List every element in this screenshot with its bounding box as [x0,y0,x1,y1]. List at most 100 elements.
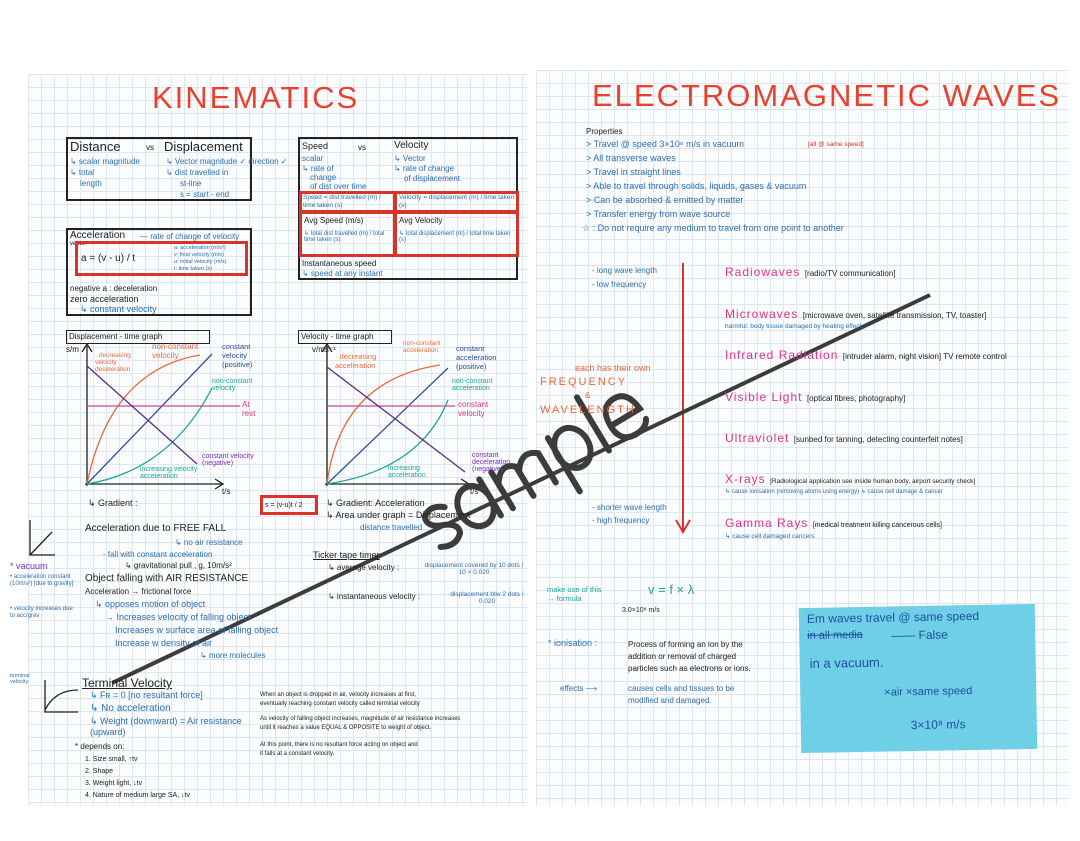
displacement-head: Displacement [164,139,243,154]
text: v: final velocity (m/s) [174,252,224,258]
wave-name: Microwaves [725,307,799,321]
text: zero acceleration [70,294,139,304]
text: negative a : deceleration [70,284,158,293]
wave-uv: Ultraviolet [sunbed for tanning, detecti… [725,429,963,447]
text: particles such as electrons or ions. [628,664,751,673]
text: ↳ rate of [302,164,334,173]
vt-y-axis [321,342,333,486]
text: * depends on: [75,742,125,751]
wave-xray: X-rays [Radiological application see ins… [725,470,975,495]
graph-label: non-constant acceleration [452,378,493,392]
text: ↳ rate of change [394,164,455,173]
wave-micro: Microwaves [microwave oven, satellite tr… [725,305,986,330]
text: each has their own [575,363,651,373]
text: - high frequency [592,516,650,525]
speed-head: Speed [302,141,329,151]
vs: vs [146,143,154,152]
watermark-letter-a-stem [476,476,504,519]
wave-use: [medical treatment killing cancerous cel… [812,522,942,529]
avg-velocity-formula: ↳ total displacement (m) / total time ta… [399,231,511,243]
acceleration-box: Acceleration — rate of change of velocit… [66,228,252,316]
text: As velocity of falling object increases,… [260,716,461,722]
wave-infrared: Infrared Radiation [intruder alarm, nigh… [725,346,1007,364]
text: modified and damaged. [628,696,712,705]
graph-label: non-constant velocity [212,378,253,392]
text: ↳ scalar magnitude [70,157,140,166]
property: > Can be absorbed & emitted by matter [586,195,744,205]
property: > Transfer energy from wave source [586,209,731,219]
text: scalar [302,154,324,163]
watermark-letter-s [421,503,464,550]
wave-gamma: Gamma Rays [medical treatment killing ca… [725,514,942,540]
dt-graph-title: Displacement - time graph [69,332,163,341]
em-title: ELECTROMAGNETIC WAVES [592,78,1062,113]
text: [all @ same speed] [808,141,864,148]
text: causes cells and tissues to be [628,684,735,693]
kinematics-page [28,74,528,806]
kinematics-title: KINEMATICS [152,80,360,115]
graph-label: · decreasing velocity deceleration [95,352,131,373]
text: change [310,173,337,182]
text: 2. Shape [85,768,114,775]
text: ↳ instantaneous velocity : [328,592,421,601]
ionisation-head: * ionisation : [548,638,598,648]
text: - fall with constant acceleration [103,550,213,559]
acceleration-head: Acceleration [70,230,126,241]
text: ↳ Vector [394,154,426,163]
text: ↳ more molecules [200,651,266,660]
text: ↳ Weight (downward) = Air resistance (up… [90,716,242,737]
text: ↳ Vector magnitude ✓ direction ✓ [166,157,288,166]
wave-name: Visible Light [725,390,803,404]
spectrum-arrow [675,263,691,534]
wave-radio: Radiowaves [radio/TV communication] [725,263,896,281]
text: effects ⟶ [560,684,598,693]
property: ☆ : Do not require any medium to travel … [582,223,844,233]
dt-curve-decreasing [86,354,201,485]
wavelength: WAVELENGTH [540,404,636,416]
wave-visible: Visible Light [optical fibres, photograp… [725,388,905,406]
vacuum-head: * vacuum [10,561,48,571]
instant-speed: Instantaneous speed [302,259,377,268]
dt-xlabel: t/s [222,487,231,496]
watermark-letter-m [488,449,559,512]
property: > Travel @ speed 3×10⁸ m/s in vacuum [586,139,745,149]
text: - shorter wave length [592,503,667,512]
text: s = start - end [180,190,230,199]
vt-gradient: ↳ Gradient: Acceleration [326,498,425,508]
velocity-head: Velocity [394,140,429,151]
text: When an object is dropped in air, veloci… [260,692,417,698]
graph-label: constant deceleration (negative) [472,452,511,473]
properties-head: Properties [586,127,623,136]
vt-xlabel: t/s [470,487,479,496]
text: Increase w density of air [115,638,213,648]
text: it falls at a constant velocity. [260,751,335,757]
text: ×air ×same speed [884,685,973,699]
wave-use: [microwave oven, satellite transmission,… [802,311,987,320]
property: > All transverse waves [586,153,676,163]
text: t: time taken (s) [174,266,212,272]
terminal-head: Terminal Velocity [82,676,173,690]
acceleration-formula: a = (v - u) / t [81,253,136,264]
graph-label: constant velocity (negative) [202,453,254,467]
wave-sub: ↳ cause cell damaged cancers [725,533,815,540]
text: make use of this → formula [547,585,602,603]
vt-curve-increasing [326,399,449,485]
graph-label: increasing acceleration [388,465,426,479]
vt-graph-title: Velocity - time graph [301,332,374,341]
wave-sub: ↳ cause ionisation (removing atoms using… [725,489,943,495]
text: & [585,391,591,400]
text: eventually reaching constant velocity ca… [260,701,420,707]
text: • velocity increases due to acc/grav [10,606,73,619]
text: ↳ constant velocity [80,304,157,314]
wave-name: Radiowaves [725,265,801,279]
wave-use: [radio/TV communication] [804,269,896,278]
velocity-formula: Velocity = displacement (m) / time taken… [399,194,515,209]
text: u: initial velocity (m/s) [174,259,227,265]
text: ↳ opposes motion of object [95,599,206,609]
wave-name: Gamma Rays [725,516,809,530]
text: • acceleration constant (10m/s²) [due to… [10,574,74,587]
avg-velocity: Avg Velocity [399,216,443,225]
text: - long wave length [592,266,657,275]
watermark-line [111,293,931,685]
